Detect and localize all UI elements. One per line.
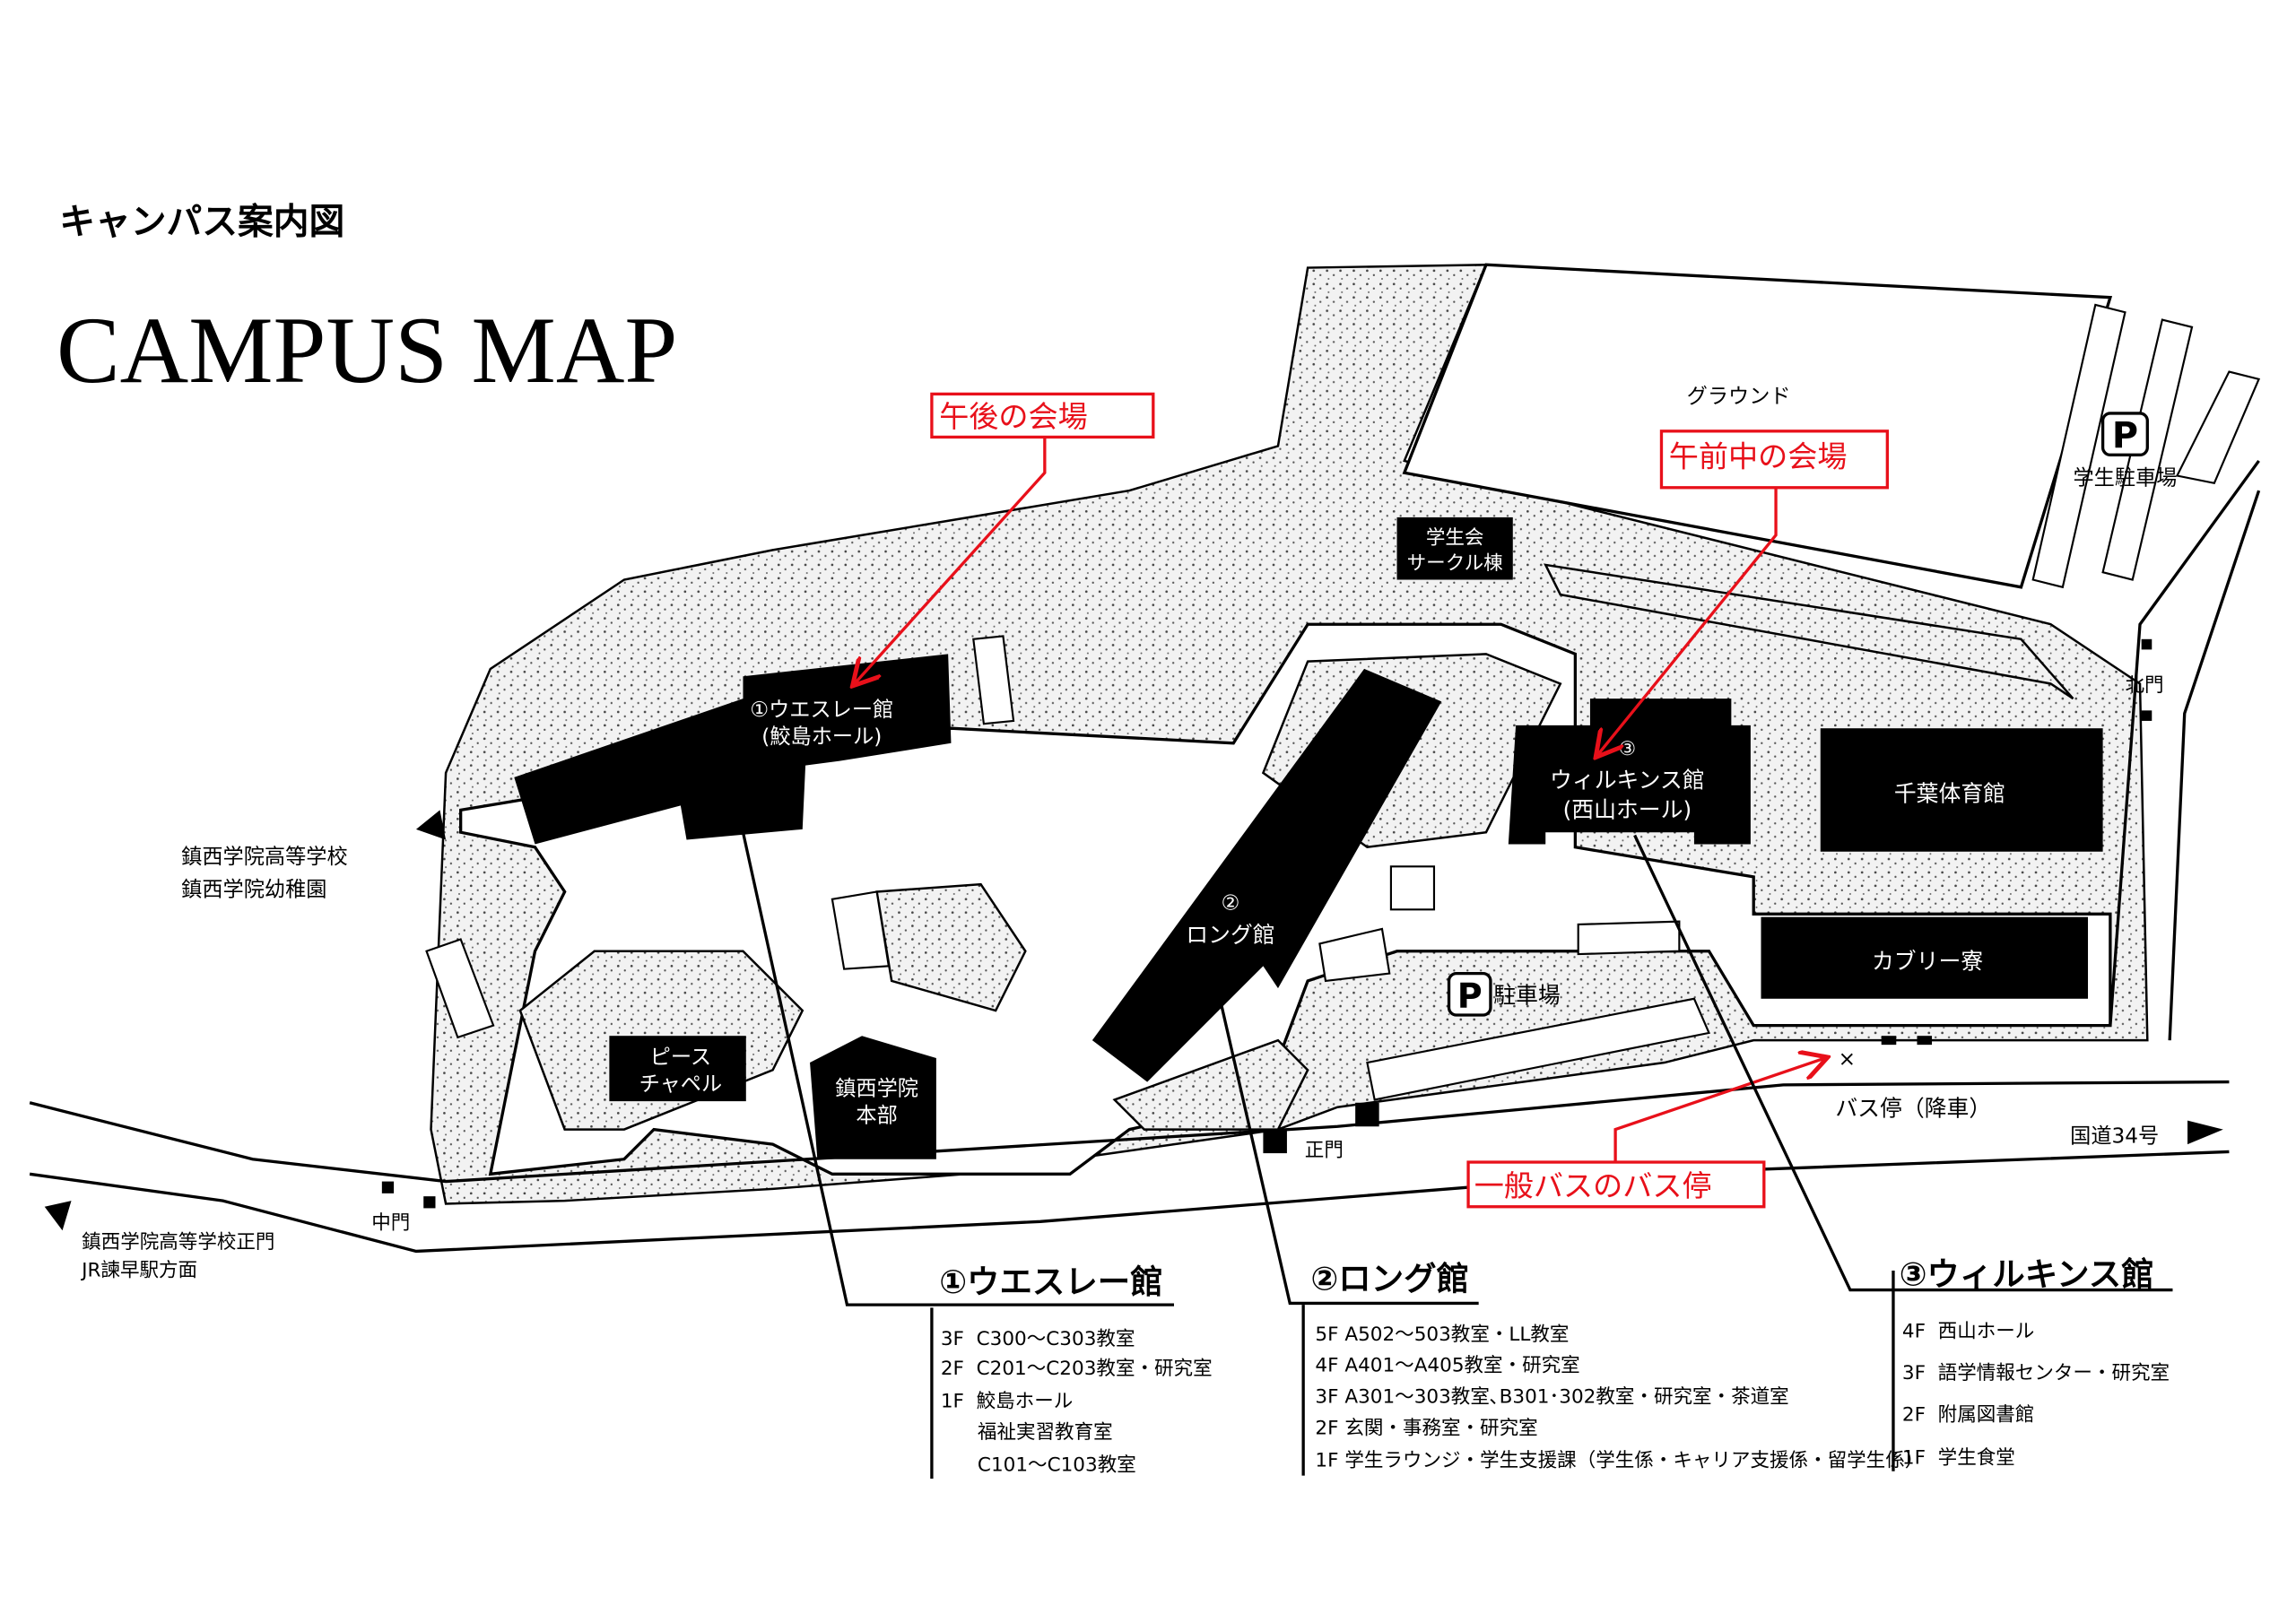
svg-text:3F A301〜303教室､B301･302教室・研究室・茶: 3F A301〜303教室､B301･302教室・研究室・茶道室 — [1315, 1385, 1788, 1408]
title-en: CAMPUS MAP — [57, 298, 677, 403]
route34-label: 国道34号 — [2070, 1124, 2159, 1149]
long-hall-building — [1091, 668, 1442, 1082]
svg-text:2F 附属図書館: 2F 附属図書館 — [1902, 1403, 2034, 1426]
main-gate-marker — [1263, 1129, 1287, 1154]
wilkins-hall-building — [1508, 699, 1751, 845]
wilkins-hall-number: ③ — [1619, 738, 1636, 760]
morning-venue-callout: 午前中の会場 — [1597, 430, 1889, 755]
bus-stop-mark: × — [1839, 1046, 1856, 1071]
highschool-label: 鎮西学院高等学校 — [181, 845, 347, 869]
svg-text:一般バスのバス停: 一般バスのバス停 — [1474, 1168, 1712, 1203]
middle-gate-marker — [381, 1181, 395, 1193]
middle-gate-label: 中門 — [371, 1212, 410, 1235]
svg-text:2F C201〜C203教室・研究室: 2F C201〜C203教室・研究室 — [941, 1358, 1213, 1380]
legend-wesley: ①ウエスレー館 3F C300〜C303教室 2F C201〜C203教室・研究… — [939, 1263, 1212, 1477]
svg-text:①ウエスレー館: ①ウエスレー館 — [939, 1263, 1162, 1301]
parking-icon: P — [1447, 971, 1492, 1017]
svg-text:1F 鮫島ホール: 1F 鮫島ホール — [941, 1390, 1073, 1412]
headquarters-sublabel: 本部 — [856, 1103, 897, 1127]
wesley-hall-building — [514, 654, 952, 845]
club-label: 学生会 — [1426, 527, 1484, 550]
long-hall-number: ② — [1222, 890, 1240, 915]
afternoon-venue-callout: 午後の会場 — [855, 392, 1155, 683]
ground-label: グラウンド — [1687, 384, 1791, 408]
legend-long: ②ロング館 5F A502〜503教室・LL教室 4F A401〜A405教室・… — [1310, 1260, 1924, 1472]
svg-text:3F C300〜C303教室: 3F C300〜C303教室 — [941, 1328, 1135, 1350]
svg-text:午前中の会場: 午前中の会場 — [1669, 439, 1848, 474]
svg-text:3F 語学情報センター・研究室: 3F 語学情報センター・研究室 — [1902, 1362, 2170, 1384]
svg-text:4F A401〜A405教室・研究室: 4F A401〜A405教室・研究室 — [1315, 1355, 1579, 1377]
svg-text:4F 西山ホール: 4F 西山ホール — [1902, 1321, 2034, 1343]
legend-wilkins: ③ウィルキンス館 4F 西山ホール 3F 語学情報センター・研究室 2F 附属図… — [1900, 1255, 2170, 1470]
chapel-label: ピース — [650, 1046, 711, 1070]
svg-text:P: P — [1457, 976, 1483, 1016]
student-parking-label: 学生駐車場 — [2073, 465, 2177, 490]
parking-label: 駐車場 — [1493, 983, 1561, 1009]
gym-label: 千葉体育館 — [1894, 780, 2005, 806]
svg-text:1F 学生食堂: 1F 学生食堂 — [1902, 1446, 2015, 1469]
north-gate-marker — [2141, 638, 2152, 650]
svg-text:②ロング館: ②ロング館 — [1310, 1260, 1469, 1298]
svg-text:P: P — [2112, 415, 2138, 456]
headquarters-building — [810, 1036, 936, 1159]
svg-text:③ウィルキンス館: ③ウィルキンス館 — [1900, 1255, 2154, 1294]
student-parking-icon: P — [2100, 412, 2149, 456]
wesley-hall-label: ①ウエスレー館 — [750, 698, 893, 722]
svg-text:5F A502〜503教室・LL教室: 5F A502〜503教室・LL教室 — [1315, 1324, 1569, 1346]
student-parking-stripes — [425, 303, 2261, 1101]
chapel-building — [609, 1036, 746, 1102]
club-sublabel: サークル棟 — [1407, 552, 1503, 575]
svg-text:C101〜C103教室: C101〜C103教室 — [941, 1454, 1136, 1477]
wesley-hall-sublabel: (鮫島ホール) — [761, 725, 882, 749]
club-building — [1396, 516, 1513, 580]
arrow-west-icon — [415, 810, 447, 840]
hs-main-gate-label: 鎮西学院高等学校正門 — [82, 1231, 274, 1254]
sports-ground — [1402, 263, 2113, 589]
chapel-sublabel: チャペル — [639, 1072, 723, 1097]
svg-text:2F 玄関・事務室・研究室: 2F 玄関・事務室・研究室 — [1315, 1417, 1537, 1439]
main-gate-label: 正門 — [1305, 1139, 1344, 1161]
svg-text:福祉実習教育室: 福祉実習教育室 — [941, 1421, 1113, 1444]
gym-building — [1820, 728, 2103, 852]
bus-stop-callout: 一般バスのバス停 — [1466, 1058, 1825, 1209]
dorm-label: カブリー寮 — [1872, 949, 1983, 975]
arrow-southwest-icon — [44, 1201, 72, 1231]
long-hall-label: ロング館 — [1186, 922, 1274, 948]
arrow-east-icon — [2187, 1120, 2223, 1145]
wilkins-hall-sublabel: (西山ホール) — [1563, 797, 1692, 823]
kindergarten-label: 鎮西学院幼稚園 — [181, 877, 326, 901]
jr-station-label: JR諫早駅方面 — [80, 1260, 197, 1282]
dorm-building — [1761, 916, 2089, 999]
wilkins-hall-label: ウィルキンス館 — [1550, 767, 1705, 793]
headquarters-label: 鎮西学院 — [835, 1076, 918, 1100]
svg-text:午後の会場: 午後の会場 — [939, 399, 1088, 434]
north-gate-label: 北門 — [2125, 674, 2163, 697]
svg-text:1F 学生ラウンジ・学生支援課（学生係・キャリア支援係・留学: 1F 学生ラウンジ・学生支援課（学生係・キャリア支援係・留学生係） — [1315, 1450, 1924, 1472]
bus-stop-label: バス停（降車） — [1835, 1096, 1991, 1122]
title-jp: キャンパス案内図 — [59, 201, 344, 242]
